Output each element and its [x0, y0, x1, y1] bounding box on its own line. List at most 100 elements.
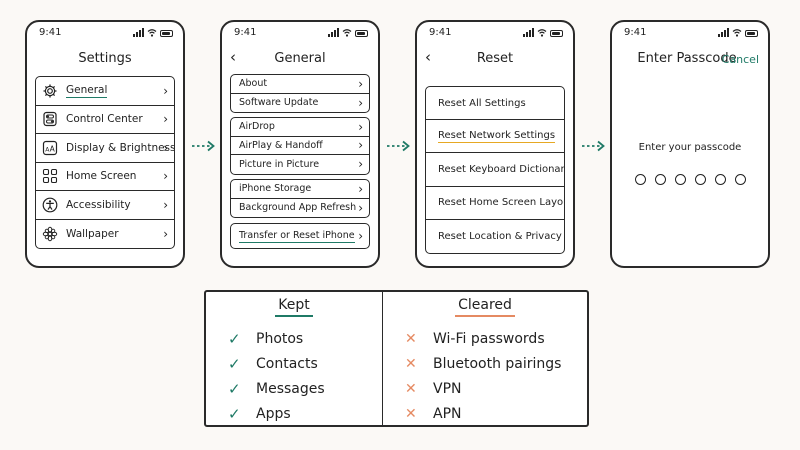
chevron-right-icon: ›	[163, 112, 168, 127]
row-label: AirDrop	[239, 121, 275, 133]
chevron-right-icon: ›	[163, 169, 168, 184]
row-label: General	[66, 83, 108, 98]
general-group-2: AirDrop › AirPlay & Handoff › Picture in P…	[230, 117, 370, 175]
general-row-transfer-reset[interactable]: Transfer or Reset iPhone›	[231, 224, 369, 248]
passcode-dots[interactable]	[612, 174, 768, 185]
row-label: Reset Location & Privacy	[438, 230, 562, 242]
passcode-digit-dot	[634, 174, 646, 185]
row-label: Home Screen	[66, 170, 137, 183]
status-bar: 9:41	[429, 27, 563, 41]
general-group-4: Transfer or Reset iPhone›	[230, 223, 370, 249]
row-label: Control Center	[66, 113, 143, 126]
back-chevron-icon[interactable]: ‹	[425, 48, 431, 66]
kept-item: ✓Contacts	[228, 354, 318, 373]
wifi-icon	[732, 29, 742, 37]
general-row-software-update[interactable]: Software Update›	[231, 94, 369, 113]
status-time: 9:41	[429, 27, 452, 38]
status-time: 9:41	[624, 27, 647, 38]
checkmark-icon: ✓	[228, 404, 241, 423]
settings-row-control-center[interactable]: Control Center ›	[36, 106, 174, 134]
phone-general-screen: 9:41 ‹ General About› Software Update› A…	[220, 20, 380, 268]
checkmark-icon: ✓	[228, 379, 241, 398]
row-label: AirPlay & Handoff	[239, 139, 323, 151]
reset-row-all-settings[interactable]: Reset All Settings	[426, 87, 564, 121]
row-label: Reset Home Screen Layout	[438, 197, 565, 209]
cross-icon: ✕	[405, 330, 417, 347]
cleared-item: ✕APN	[405, 405, 462, 422]
chevron-right-icon: ›	[358, 138, 363, 153]
chevron-right-icon: ›	[163, 226, 168, 241]
row-label: Background App Refresh	[239, 202, 357, 214]
chevron-right-icon: ›	[358, 119, 363, 134]
wifi-icon	[147, 29, 157, 37]
reset-row-keyboard-dictionary[interactable]: Reset Keyboard Dictionary	[426, 153, 565, 187]
page-title: Reset	[476, 51, 514, 66]
page-title: Enter Passcode	[637, 51, 737, 66]
general-row-about[interactable]: About›	[231, 75, 369, 94]
passcode-digit-dot	[654, 174, 666, 185]
reset-row-location-privacy[interactable]: Reset Location & Privacy	[426, 220, 564, 253]
row-label: Accessibility	[66, 198, 131, 211]
settings-row-accessibility[interactable]: Accessibility ›	[36, 191, 174, 220]
general-row-background-app-refresh[interactable]: Background App Refresh›	[231, 199, 369, 218]
cleared-item: ✕Wi-Fi passwords	[405, 330, 545, 347]
wifi-icon	[537, 29, 547, 37]
cancel-button[interactable]: Cancel	[721, 53, 759, 66]
chevron-right-icon: ›	[358, 181, 363, 196]
kept-item: ✓Apps	[228, 404, 291, 423]
passcode-digit-dot	[734, 174, 746, 185]
status-bar: 9:41	[624, 27, 758, 41]
settings-row-home-screen[interactable]: Home Screen ›	[36, 163, 174, 191]
general-row-picture-in-picture[interactable]: Picture in Picture ›	[231, 155, 369, 174]
status-icons	[328, 28, 368, 37]
cleared-item: ✕Bluetooth pairings	[405, 355, 562, 372]
cleared-column: Cleared ✕Wi-Fi passwords ✕Bluetooth pair…	[382, 292, 587, 425]
wifi-icon	[342, 29, 352, 37]
general-row-airdrop[interactable]: AirDrop ›	[231, 118, 369, 137]
cleared-heading: Cleared	[383, 297, 587, 317]
signal-icon	[133, 28, 144, 37]
accessibility-icon	[42, 197, 58, 213]
settings-row-wallpaper[interactable]: Wallpaper ›	[36, 220, 174, 249]
status-icons	[523, 28, 563, 37]
kept-list: ✓Photos ✓Contacts ✓Messages ✓Apps	[228, 326, 325, 426]
row-label: Reset Network Settings	[438, 129, 556, 143]
gear-icon	[43, 84, 57, 98]
app-grid-icon	[42, 169, 58, 184]
battery-icon	[745, 30, 758, 37]
reset-row-network-settings[interactable]: Reset Network Settings	[426, 120, 564, 154]
status-bar: 9:41	[234, 27, 368, 41]
kept-column: Kept ✓Photos ✓Contacts ✓Messages ✓Apps	[206, 292, 382, 425]
settings-row-general[interactable]: General ›	[36, 77, 174, 106]
general-group-3: iPhone Storage› Background App Refresh›	[230, 179, 370, 218]
toggles-icon	[43, 112, 57, 127]
general-row-iphone-storage[interactable]: iPhone Storage›	[231, 180, 369, 199]
reset-options-list: Reset All Settings Reset Network Setting…	[425, 86, 565, 254]
cleared-item: ✕VPN	[405, 380, 462, 397]
passcode-digit-dot	[714, 174, 726, 185]
svg-text:A: A	[45, 146, 50, 153]
phone-settings-screen: 9:41 Settings General › Control Center ›…	[25, 20, 185, 268]
reset-row-home-screen-layout[interactable]: Reset Home Screen Layout	[426, 187, 564, 220]
flow-arrow-1	[192, 140, 215, 152]
row-label: Picture in Picture	[239, 158, 320, 170]
row-label: Reset Keyboard Dictionary	[438, 163, 565, 175]
row-label: Display & Brightness	[66, 141, 175, 154]
passcode-prompt: Enter your passcode	[638, 142, 742, 153]
kept-item: ✓Photos	[228, 329, 304, 348]
battery-icon	[355, 30, 368, 37]
passcode-digit-dot	[694, 174, 706, 185]
chevron-right-icon: ›	[163, 83, 168, 98]
status-time: 9:41	[39, 27, 62, 38]
row-label: Wallpaper	[66, 227, 119, 240]
back-chevron-icon[interactable]: ‹	[230, 48, 236, 66]
passcode-digit-dot	[674, 174, 686, 185]
row-label: About	[239, 78, 268, 90]
general-row-airplay-handoff[interactable]: AirPlay & Handoff ›	[231, 137, 369, 155]
chevron-right-icon: ›	[358, 157, 363, 172]
status-time: 9:41	[234, 27, 257, 38]
row-label: Transfer or Reset iPhone	[239, 229, 355, 243]
